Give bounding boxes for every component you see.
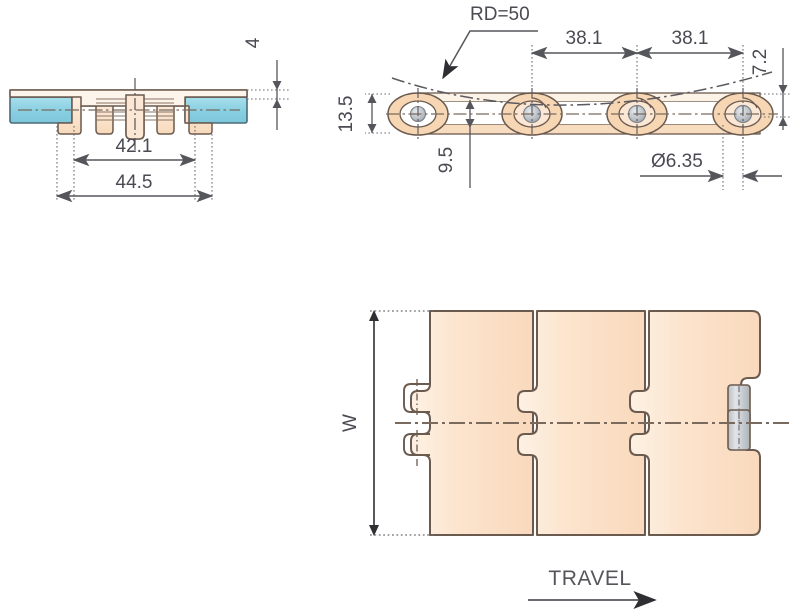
dimension-dia-6-35: Ø6.35 <box>640 151 782 183</box>
dimension-13-5-label: 13.5 <box>336 96 357 133</box>
radius-arc-rd50 <box>391 71 773 106</box>
dimension-4: 4 <box>243 37 282 130</box>
plan-left-hinge-fingers <box>403 383 430 456</box>
rd50-leader: RD=50 <box>442 4 538 80</box>
dimension-42-1-label: 42.1 <box>116 136 153 157</box>
dimension-9-5: 9.5 <box>436 100 475 188</box>
section-centre-boss <box>125 94 145 140</box>
dimension-w-label: W <box>340 414 361 432</box>
dimension-9-5-label: 9.5 <box>436 147 457 173</box>
dimension-w: W <box>340 310 379 536</box>
dimension-38-1-a-label: 38.1 <box>566 28 603 49</box>
dimension-42-1: 42.1 <box>72 136 197 167</box>
side-pin-centrelines <box>417 88 744 142</box>
dimension-7-2-label: 7.2 <box>750 49 771 75</box>
rd50-label: RD=50 <box>470 4 530 25</box>
dimension-13-5: 13.5 <box>336 94 377 133</box>
dimension-44-5-label: 44.5 <box>116 172 153 193</box>
plan-hinge-pin-slots <box>727 384 751 451</box>
dimension-38-1-b-label: 38.1 <box>672 28 709 49</box>
view-plan: W TRAVEL <box>340 310 790 609</box>
travel-label: TRAVEL <box>548 567 631 590</box>
view-side-elevation: RD=50 38.1 38.1 13.5 <box>336 4 792 190</box>
view-cross-section: 42.1 44.5 4 <box>9 37 290 203</box>
dimension-7-2: 7.2 <box>750 48 788 130</box>
dimension-dia-6-35-label: Ø6.35 <box>651 151 703 172</box>
dimension-4-label: 4 <box>243 37 264 48</box>
plan-plate-2 <box>517 310 646 536</box>
dimension-38-1-b: 38.1 <box>635 28 745 60</box>
dimension-38-1-a: 38.1 <box>530 28 639 60</box>
dimension-44-5: 44.5 <box>55 172 214 203</box>
travel-indicator: TRAVEL <box>528 567 657 609</box>
plan-extension-lines <box>370 310 434 536</box>
